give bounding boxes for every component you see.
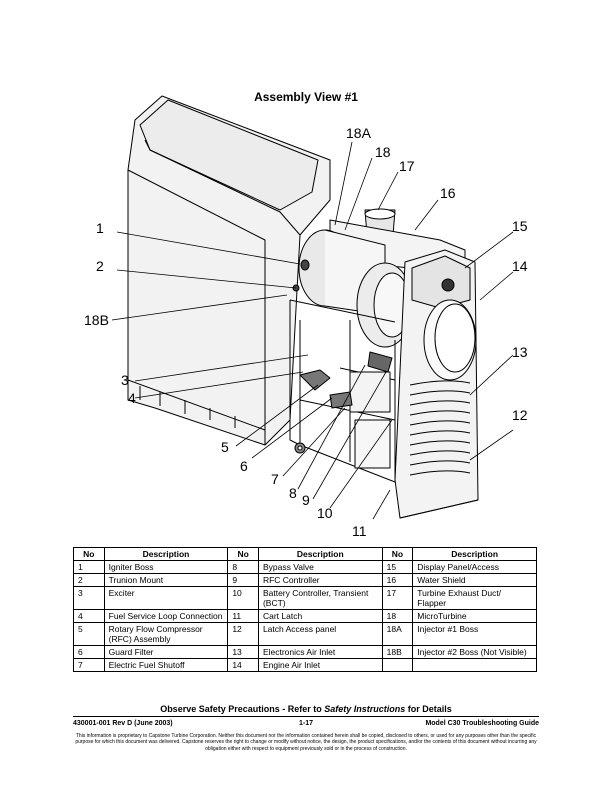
table-cell: 12 xyxy=(227,622,259,646)
leader-lines xyxy=(111,141,514,520)
callout-1: 1 xyxy=(96,220,104,236)
table-row: 6 Guard Filter 13 Electronics Air Inlet … xyxy=(73,645,537,659)
footer-guide-title: Model C30 Troubleshooting Guide xyxy=(425,720,539,727)
callout-2: 2 xyxy=(96,258,104,274)
safety-notice: Observe Safety Precautions - Refer to Sa… xyxy=(0,704,612,714)
table-cell: MicroTurbine xyxy=(412,609,537,623)
table-cell: 10 xyxy=(227,586,259,610)
table-cell: Electronics Air Inlet xyxy=(257,645,383,659)
col-header-no: No xyxy=(227,547,259,561)
safety-emphasis: Safety Instructions xyxy=(324,704,406,714)
table-cell: Trunion Mount xyxy=(103,573,229,587)
callout-5: 5 xyxy=(221,439,229,455)
col-header-description: Description xyxy=(412,547,537,561)
callout-16: 16 xyxy=(440,185,456,201)
page-title: Assembly View #1 xyxy=(254,90,358,104)
table-cell: Guard Filter xyxy=(103,645,229,659)
table-cell: Display Panel/Access xyxy=(412,560,537,574)
table-cell: 15 xyxy=(381,560,414,574)
table-cell: 9 xyxy=(227,573,259,587)
footer-doc-number: 430001-001 Rev D (June 2003) xyxy=(73,720,173,727)
assembly-diagram: 18A 18 17 16 15 14 13 12 1 2 18B 3 4 5 6… xyxy=(84,95,528,539)
display-panel xyxy=(411,255,471,309)
table-cell xyxy=(412,658,537,672)
table-cell: Igniter Boss xyxy=(103,560,229,574)
callout-17: 17 xyxy=(399,158,415,174)
callout-7: 7 xyxy=(271,471,279,487)
table-cell: Water Shield xyxy=(412,573,537,587)
table-cell: RFC Controller xyxy=(257,573,383,587)
table-cell: Exciter xyxy=(103,586,229,610)
table-cell: 3 xyxy=(73,586,105,610)
table-cell: 2 xyxy=(73,573,105,587)
table-cell: 18 xyxy=(381,609,414,623)
table-cell: Turbine Exhaust Duct/ Flapper xyxy=(412,586,537,610)
callout-10: 10 xyxy=(317,505,333,521)
table-cell: 18A xyxy=(381,622,414,646)
callout-12: 12 xyxy=(512,407,528,423)
callout-3: 3 xyxy=(121,372,129,388)
callout-11: 11 xyxy=(352,523,367,539)
table-cell: 7 xyxy=(73,658,105,672)
col-header-no: No xyxy=(381,547,414,561)
safety-prefix: Observe Safety Precautions - Refer to xyxy=(160,704,325,714)
table-row: 1 Igniter Boss 8 Bypass Valve 15 Display… xyxy=(73,560,537,574)
table-cell: Cart Latch xyxy=(257,609,383,623)
table-cell: Fuel Service Loop Connection xyxy=(103,609,229,623)
callout-15: 15 xyxy=(512,218,528,234)
table-cell: 17 xyxy=(381,586,414,610)
callout-6: 6 xyxy=(240,458,248,474)
table-row: 5 Rotary Flow Compressor (RFC) Assembly … xyxy=(73,622,537,646)
table-cell: Rotary Flow Compressor (RFC) Assembly xyxy=(103,622,229,646)
callout-14: 14 xyxy=(512,258,528,274)
callout-9: 9 xyxy=(302,492,310,508)
table-cell: Latch Access panel xyxy=(257,622,383,646)
table-cell: 13 xyxy=(227,645,259,659)
safety-suffix: for Details xyxy=(405,704,452,714)
table-cell: 14 xyxy=(227,658,259,672)
table-cell: 18B xyxy=(381,645,414,659)
callout-labels: 18A 18 17 16 15 14 13 12 1 2 18B 3 4 5 6… xyxy=(84,125,528,539)
table-cell: Engine Air Inlet xyxy=(257,658,383,672)
table-cell: 4 xyxy=(73,609,105,623)
callout-18: 18 xyxy=(375,144,391,160)
table-cell: 11 xyxy=(227,609,259,623)
electronics-air-inlet-louvers xyxy=(409,380,471,476)
table-cell: Bypass Valve xyxy=(257,560,383,574)
table-cell: 16 xyxy=(381,573,414,587)
callout-18b: 18B xyxy=(84,312,109,328)
callout-8: 8 xyxy=(289,485,297,501)
table-cell: 6 xyxy=(73,645,105,659)
callout-4: 4 xyxy=(128,390,136,406)
col-header-description: Description xyxy=(257,547,383,561)
col-header-description: Description xyxy=(103,547,229,561)
table-cell: Battery Controller, Transient (BCT) xyxy=(257,586,383,610)
table-cell: 8 xyxy=(227,560,259,574)
col-header-no: No xyxy=(73,547,105,561)
footer-page-number: 1-17 xyxy=(298,720,313,727)
table-cell: Injector #1 Boss xyxy=(412,622,537,646)
footer-divider xyxy=(73,716,539,717)
legal-notice: This information is proprietary to Capst… xyxy=(75,733,537,752)
table-cell: Electric Fuel Shutoff xyxy=(103,658,229,672)
table-row: 3 Exciter 10 Battery Controller, Transie… xyxy=(73,586,537,610)
table-cell: Injector #2 Boss (Not Visible) xyxy=(412,645,537,659)
table-cell: 5 xyxy=(73,622,105,646)
table-row: 7 Electric Fuel Shutoff 14 Engine Air In… xyxy=(73,658,537,672)
table-row: 4 Fuel Service Loop Connection 11 Cart L… xyxy=(73,609,537,623)
callout-18a: 18A xyxy=(346,125,372,141)
table-header-row: No Description No Description No Descrip… xyxy=(73,547,537,561)
callout-13: 13 xyxy=(512,344,528,360)
parts-table: No Description No Description No Descrip… xyxy=(73,547,537,672)
table-cell xyxy=(381,658,414,672)
table-row: 2 Trunion Mount 9 RFC Controller 16 Wate… xyxy=(73,573,537,587)
table-cell: 1 xyxy=(73,560,105,574)
